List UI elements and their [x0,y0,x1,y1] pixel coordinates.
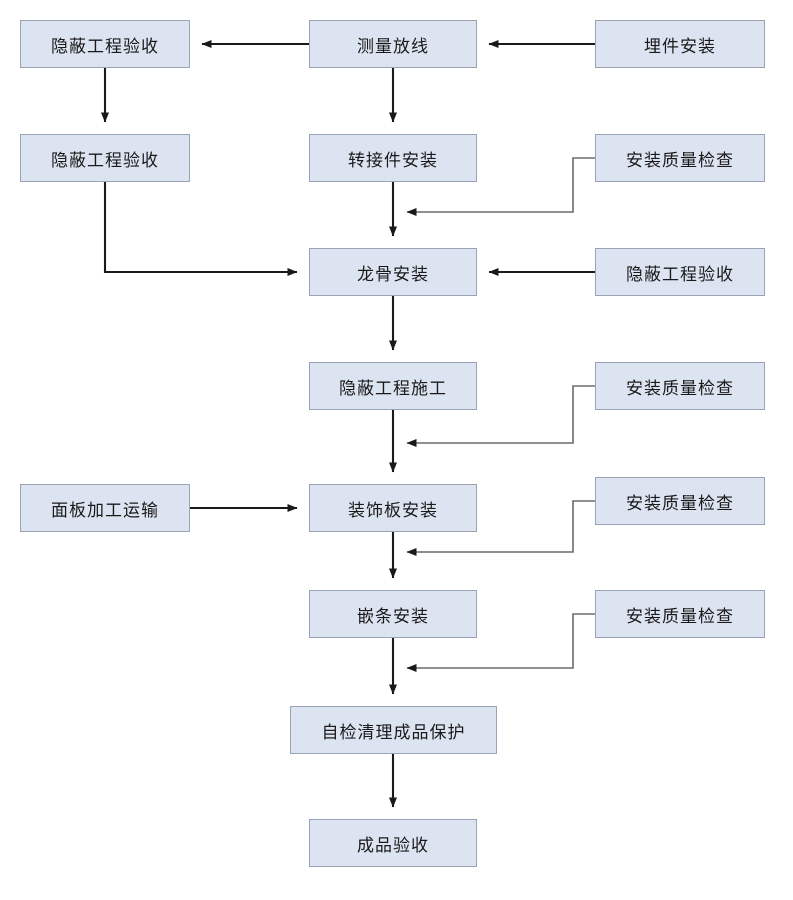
node-chengpin-yanshou[interactable]: 成品验收 [309,819,477,867]
node-anzhuang-zhiliang-jiancha-3[interactable]: 安装质量检查 [595,477,765,525]
node-longgu-anzhuang[interactable]: 龙骨安装 [309,248,477,296]
edge-check3-feedback [406,500,595,556]
node-anzhuang-zhiliang-jiancha-1[interactable]: 安装质量检查 [595,134,765,182]
node-anzhuang-zhiliang-jiancha-2[interactable]: 安装质量检查 [595,362,765,410]
node-zhuanjiejian-anzhuang[interactable]: 转接件安装 [309,134,477,182]
node-zhuangshiban-anzhuang[interactable]: 装饰板安装 [309,484,477,532]
node-zijian-qingli-chengpin-baohu[interactable]: 自检清理成品保护 [290,706,497,754]
edge-yinbi2-to-longgu [103,182,298,276]
node-yinbi-gongcheng-yanshou-3[interactable]: 隐蔽工程验收 [595,248,765,296]
node-yinbi-gongcheng-yanshou-1[interactable]: 隐蔽工程验收 [20,20,190,68]
node-yinbi-gongcheng-yanshou-2[interactable]: 隐蔽工程验收 [20,134,190,182]
node-anzhuang-zhiliang-jiancha-4[interactable]: 安装质量检查 [595,590,765,638]
edge-check1-feedback [406,157,595,216]
node-maijian-anzhuang[interactable]: 埋件安装 [595,20,765,68]
edge-check4-feedback [406,613,595,672]
node-yinbi-gongcheng-shigong[interactable]: 隐蔽工程施工 [309,362,477,410]
node-celiang-fangxian[interactable]: 测量放线 [309,20,477,68]
node-qiantiao-anzhuang[interactable]: 嵌条安装 [309,590,477,638]
node-mianban-jiagong-yunshu[interactable]: 面板加工运输 [20,484,190,532]
edge-check2-feedback [406,385,595,447]
